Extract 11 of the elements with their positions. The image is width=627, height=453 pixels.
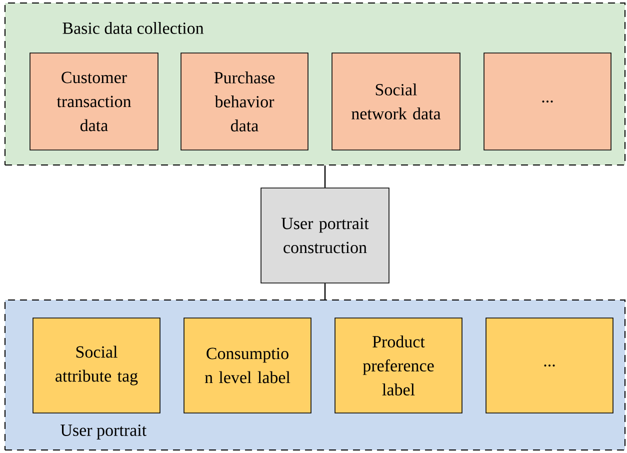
data-box: ...: [486, 318, 614, 414]
process-box: User portrait construction: [260, 188, 390, 284]
data-box: Purchase behavior data: [180, 52, 308, 150]
data-box: Customer transaction data: [30, 52, 158, 150]
data-box: Social network data: [332, 52, 460, 150]
data-box: Social attribute tag: [32, 318, 160, 414]
connector-line: [324, 166, 326, 188]
data-box: Product preference label: [334, 318, 462, 414]
connector-line: [324, 283, 326, 300]
data-box: ...: [484, 52, 612, 150]
data-box: Consumptio n level label: [184, 318, 312, 414]
